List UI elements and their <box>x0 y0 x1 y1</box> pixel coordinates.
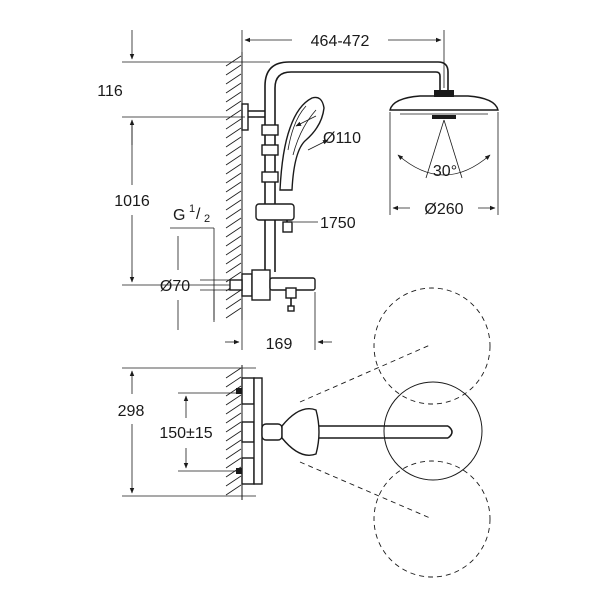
label-mixer-projection: 169 <box>266 336 293 353</box>
swivel-circle-lower <box>373 460 491 578</box>
wall-hatch-line <box>225 394 242 406</box>
label-thread-den: 2 <box>204 213 210 225</box>
label-arm-height: 116 <box>97 83 123 100</box>
label-width-total: 464-472 <box>311 33 370 50</box>
wall-hatch-line <box>225 190 242 202</box>
wall-hatch-line <box>225 109 242 121</box>
label-wall-projection: 298 <box>118 403 145 420</box>
label-thread-num: 1 <box>189 203 195 215</box>
shower-rail <box>261 100 279 272</box>
slider <box>255 203 295 233</box>
wall-hatch-line <box>225 298 242 310</box>
wall-hatch-line <box>225 457 242 469</box>
wall-hatch-line <box>225 244 242 256</box>
swivel-arm-lower <box>299 461 431 519</box>
wall-hatch-line <box>225 82 242 94</box>
wall-hatch-line <box>225 307 242 319</box>
label-overhead-diameter: Ø260 <box>424 201 463 218</box>
dimension-labels: 464-472 116 1016 G 1 / 2 Ø70 Ø110 1750 Ø… <box>97 33 463 442</box>
plan-view <box>225 287 491 578</box>
wall-hatch-line <box>225 163 242 175</box>
mixer-plan <box>236 377 320 485</box>
wall-hatch-line <box>225 235 242 247</box>
wall-hatch-line <box>225 91 242 103</box>
wall-hatch-line <box>225 100 242 112</box>
wall-plan <box>225 365 243 500</box>
wall-hatch-line <box>225 403 242 415</box>
label-spray-angle: 30° <box>433 163 457 180</box>
wall-hatch-line <box>225 226 242 238</box>
wall-hatch-line <box>225 145 242 157</box>
label-thread-slash: / <box>196 206 201 223</box>
wall-hatch-line <box>225 448 242 460</box>
wall-hatch-line <box>225 55 242 67</box>
overhead-shower-head <box>389 90 499 119</box>
wall-hatch-line <box>225 127 242 139</box>
wall-hatch-line <box>225 136 242 148</box>
wall-hatch-line <box>225 73 242 85</box>
wall-hatch-line <box>225 367 242 379</box>
swivel-circle-upper <box>373 287 491 405</box>
dimension-lines <box>122 30 499 497</box>
label-connection-spacing: 150±15 <box>159 425 212 442</box>
wall-hatch-line <box>225 154 242 166</box>
hand-shower <box>279 96 325 191</box>
wall-hatch-line <box>225 217 242 229</box>
wall-hatch-line <box>225 475 242 487</box>
elevation-view <box>225 52 499 320</box>
shower-arm <box>264 61 449 100</box>
label-hand-shower-diameter: Ø110 <box>323 130 361 147</box>
wall-hatch-line <box>225 439 242 451</box>
label-rail-height: 1016 <box>114 193 150 210</box>
wall-hatch-line <box>225 118 242 130</box>
thermostat-mixer <box>229 269 316 312</box>
overhead-shower-plan <box>383 381 483 481</box>
wall-hatch-line <box>225 484 242 496</box>
wall-hatch-line <box>225 181 242 193</box>
wall-hatch-line <box>225 253 242 265</box>
wall-hatch-line <box>225 376 242 388</box>
wall-hatch-line <box>225 199 242 211</box>
wall-hatch-line <box>225 430 242 442</box>
label-thread: G <box>173 207 185 224</box>
wall-hatch-line <box>225 289 242 301</box>
wall-hatch-line <box>225 385 242 397</box>
wall-hatch-line <box>225 421 242 433</box>
wall-hatch-line <box>225 208 242 220</box>
wall-hatch-line <box>225 172 242 184</box>
wall-hatch-line <box>225 64 242 76</box>
label-rosette-diameter: Ø70 <box>160 278 190 295</box>
wall-hatch-line <box>225 412 242 424</box>
label-overhead-height: 1750 <box>320 215 356 232</box>
swivel-arm-upper <box>299 344 431 403</box>
wall-hatch-line <box>225 262 242 274</box>
